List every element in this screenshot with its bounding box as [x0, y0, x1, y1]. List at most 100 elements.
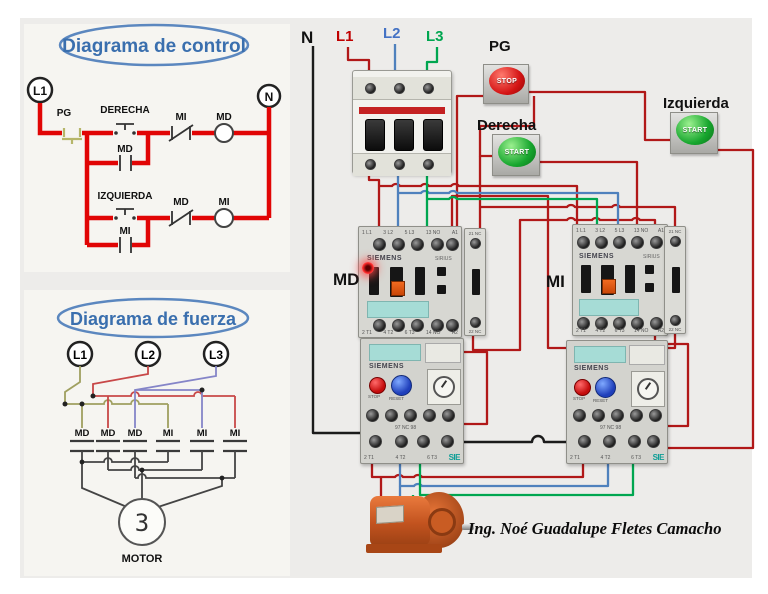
terminal-screw: [650, 236, 663, 249]
terminal-screw: [628, 435, 641, 448]
terminal-screw: [365, 159, 376, 170]
siemens-brand-text: SIEMENS: [574, 365, 610, 372]
terminal-screw: [470, 317, 481, 328]
pg-label: PG: [489, 38, 511, 55]
contactor-slot: [625, 265, 635, 293]
mi-aux-contact-block: 21 NC 22 NC: [664, 226, 686, 334]
start-button-text: START: [504, 148, 530, 156]
contactor-label-strip: [367, 301, 429, 318]
terminal-screw: [417, 435, 430, 448]
terminal-screw: [431, 319, 444, 332]
sirius-series-text: SIRIUS: [435, 256, 452, 262]
izquierda-start-button: START: [670, 112, 718, 154]
terminal-screw: [670, 236, 681, 247]
terminal-screw: [577, 236, 590, 249]
breaker-toggle: [394, 119, 414, 151]
terminal-screw: [423, 159, 434, 170]
stop-button-text: STOP: [496, 77, 518, 85]
dial-needle: [440, 380, 448, 388]
motor-image: [364, 484, 476, 562]
overload-stop-button: [574, 379, 591, 396]
terminal-screw: [369, 435, 382, 448]
md-aux-contact-block: 21 NC 22 NC: [464, 228, 486, 336]
terminal-screw: [573, 409, 586, 422]
aux-top-label: 21 NC: [668, 229, 682, 234]
terminal-screw: [631, 236, 644, 249]
contactor-slot: [645, 283, 654, 292]
overload-mid-caption: 97 NC 98: [395, 425, 417, 431]
terminal-screw: [423, 409, 436, 422]
terminal-screw: [431, 238, 444, 251]
derecha-start-button: START: [492, 134, 540, 176]
terminal-screw: [647, 435, 660, 448]
terminal-screw: [592, 409, 605, 422]
breaker-brand-band: [359, 107, 445, 114]
siemens-logo-corner: SIE: [652, 453, 665, 462]
overload-reset-button: [595, 377, 616, 398]
contactor-slot: [415, 267, 425, 295]
l3-label: L3: [426, 28, 444, 45]
contactor-label-strip: [579, 299, 639, 316]
terminal-screw: [411, 238, 424, 251]
l2-label: L2: [383, 25, 401, 42]
dial-needle: [644, 382, 652, 390]
mi-contactor-label: MI: [546, 272, 565, 291]
terminal-screw: [394, 159, 405, 170]
motor-ring: [428, 508, 456, 536]
contactor-test-button: [602, 279, 616, 294]
overload-reset-label: RESET: [389, 396, 405, 401]
sirius-series-text: SIRIUS: [643, 254, 660, 260]
overload-dial-box: [631, 371, 665, 407]
overload-stop-label: STOP: [573, 396, 586, 401]
terminal-screw: [442, 409, 455, 422]
terminal-screw: [613, 236, 626, 249]
terminal-screw: [392, 238, 405, 251]
motor-shaft: [462, 524, 474, 530]
pg-stop-button: STOP: [483, 64, 529, 104]
terminal-screw: [649, 409, 662, 422]
contactor-test-button: [391, 281, 405, 296]
overload-adjust-dial: [637, 378, 659, 400]
terminal-screw: [385, 409, 398, 422]
motor-nameplate: [376, 505, 404, 524]
overload-plate: [629, 345, 665, 365]
terminal-screw: [365, 83, 376, 94]
overload-display: [574, 346, 626, 363]
siemens-brand-text: SIEMENS: [367, 255, 403, 262]
terminal-screw: [670, 315, 681, 326]
md-energized-led: [362, 262, 374, 274]
terminal-screw: [470, 238, 481, 249]
terminal-screw: [394, 83, 405, 94]
izquierda-label: Izquierda: [663, 95, 729, 112]
overload-stop-label: STOP: [368, 394, 381, 399]
start-button-cap: START: [676, 115, 714, 145]
overload-adjust-dial: [433, 376, 455, 398]
terminal-screw: [603, 435, 616, 448]
overload-display: [369, 344, 421, 361]
md-contactor-label: MD: [333, 270, 360, 289]
start-button-cap: START: [498, 137, 536, 167]
l1-label: L1: [336, 28, 354, 45]
terminal-screw: [404, 409, 417, 422]
start-button-text: START: [682, 126, 708, 134]
terminal-screw: [595, 236, 608, 249]
control-diagram-panel: [24, 24, 290, 272]
overload-dial-box: [427, 369, 461, 405]
terminal-screw: [392, 319, 405, 332]
stop-button-cap: STOP: [489, 67, 525, 95]
terminal-screw: [441, 435, 454, 448]
terminal-screw: [373, 238, 386, 251]
derecha-label: Derecha: [477, 117, 537, 134]
terminal-screw: [611, 409, 624, 422]
